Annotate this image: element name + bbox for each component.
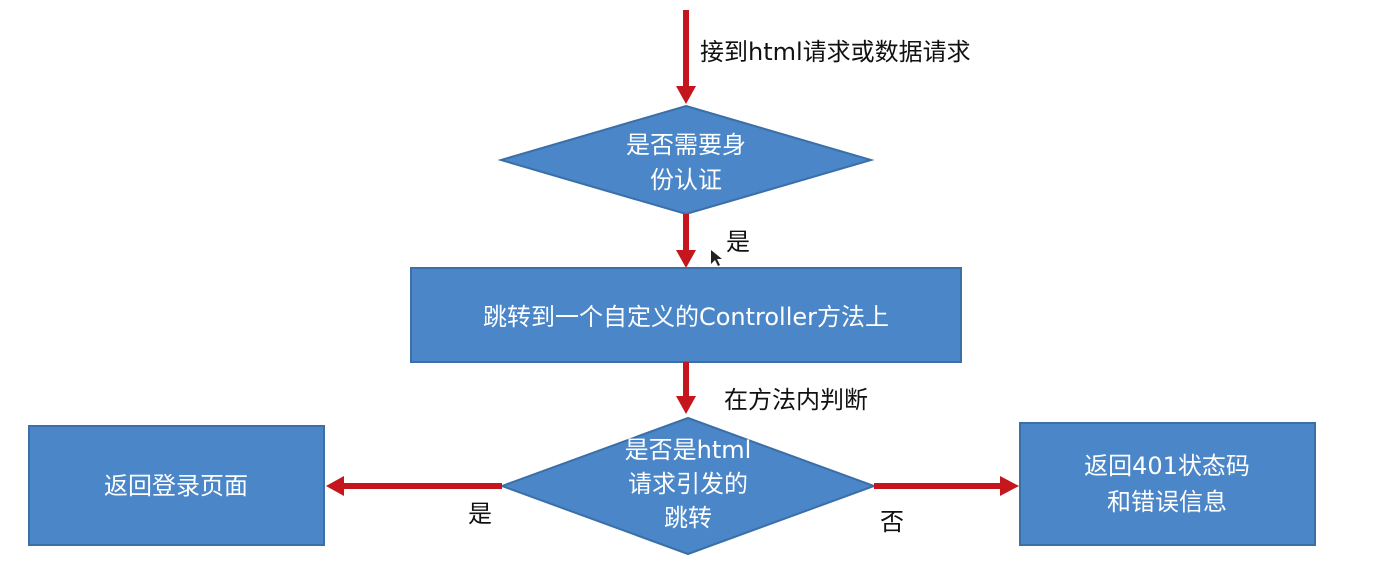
- controller-box-text: 跳转到一个自定义的Controller方法上: [483, 303, 889, 331]
- decision-html: [499, 416, 877, 556]
- decision-html-line1: 是否是html: [625, 436, 752, 464]
- no-label-right: 否: [880, 508, 904, 536]
- yes-label-left: 是: [468, 500, 492, 528]
- yes-label-top: 是: [726, 228, 750, 256]
- login-box: [28, 425, 325, 546]
- login-box-text: 返回登录页面: [104, 472, 248, 500]
- decision-html-line3: 跳转: [664, 504, 712, 532]
- controller-box: [410, 267, 962, 363]
- decision-html-line2: 请求引发的: [628, 470, 748, 498]
- entry-label: 接到html请求或数据请求: [700, 38, 971, 66]
- method-label: 在方法内判断: [724, 386, 868, 414]
- error-box: [1019, 422, 1316, 546]
- entry-arrowhead: [676, 86, 696, 104]
- method-arrowhead: [676, 396, 696, 414]
- no-arrowhead-right: [1000, 476, 1019, 496]
- error-box-line1: 返回401状态码: [1084, 452, 1250, 480]
- yes-arrowhead-left: [326, 476, 344, 496]
- yes-arrowhead-top: [676, 250, 696, 268]
- decision-auth: [497, 104, 875, 216]
- decision-auth-line2: 份认证: [650, 166, 722, 194]
- decision-auth-line1: 是否需要身: [626, 131, 746, 159]
- cursor-icon: [711, 250, 722, 266]
- error-box-line2: 和错误信息: [1107, 488, 1227, 516]
